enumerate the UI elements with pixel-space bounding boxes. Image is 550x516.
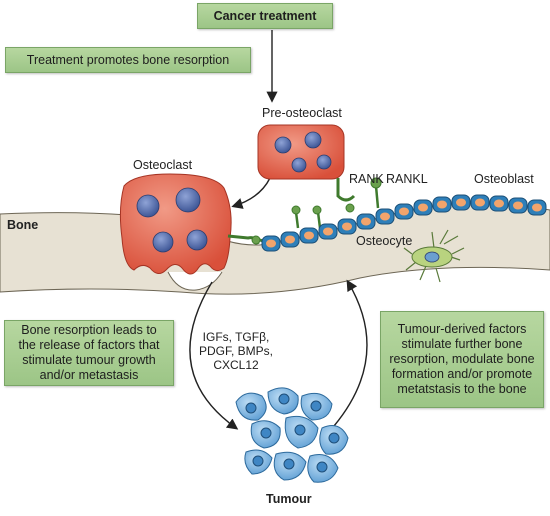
osteoblast-label: Osteoblast: [474, 172, 534, 186]
arrow-differentiation: [231, 177, 271, 209]
released-factors-list: IGFs, TGFβ, PDGF, BMPs, CXCL12: [196, 330, 276, 372]
osteoblast-lining: [261, 194, 547, 252]
rank-receptor: [336, 178, 356, 213]
rank-label: RANK: [349, 172, 384, 186]
rankl-ligands: [291, 177, 382, 229]
bone-label: Bone: [7, 218, 39, 232]
tumour-derived-box: Tumour-derived factors stimulate further…: [380, 311, 544, 408]
cancer-treatment-box: Cancer treatment: [197, 3, 333, 29]
factor-line: PDGF, BMPs,: [198, 344, 273, 358]
pre-osteoclast-label: Pre-osteoclast: [262, 106, 342, 120]
treatment-promotes-box: Treatment promotes bone resorption: [5, 47, 251, 73]
factor-line: CXCL12: [213, 358, 259, 372]
osteocyte-label: Osteocyte: [356, 234, 413, 248]
pre-osteoclast-cell: [257, 124, 345, 180]
osteocyte-cell: [403, 229, 465, 283]
tumour-cluster: [235, 387, 349, 483]
resorption-pit: [167, 271, 223, 291]
osteoclast-label: Osteoclast: [133, 158, 193, 172]
osteoclast-cell: [119, 173, 232, 275]
arrow-tumour-factors: [333, 279, 368, 427]
tumour-label: Tumour: [266, 492, 312, 506]
arrow-release-factors: [189, 281, 239, 430]
rankl-label: RANKL: [386, 172, 428, 186]
factor-line: IGFs, TGFβ,: [202, 330, 270, 344]
bone-resorption-box: Bone resorption leads to the release of …: [4, 320, 174, 386]
